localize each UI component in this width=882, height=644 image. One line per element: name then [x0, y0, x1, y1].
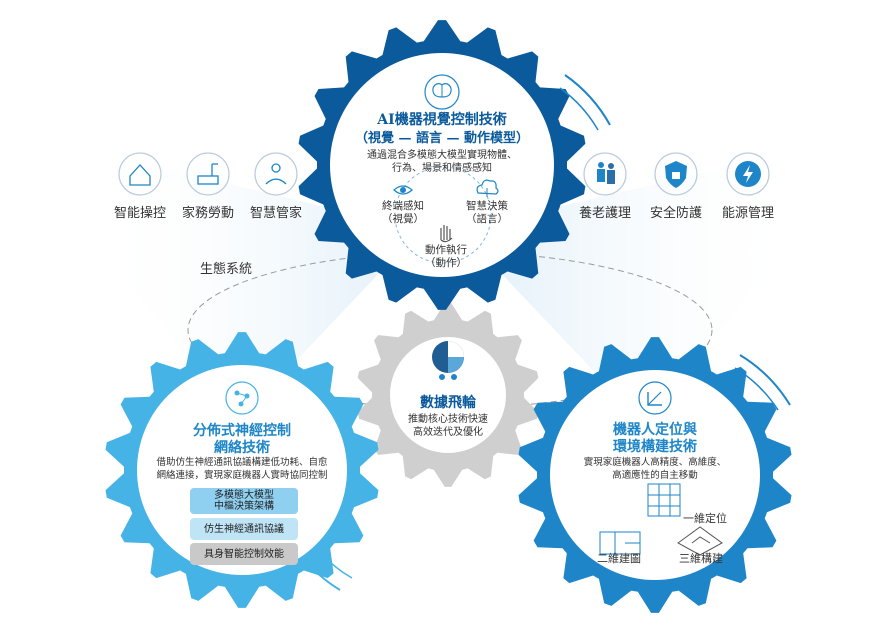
left-gear-desc-1: 借助仿生神經通訊協議構建低功耗、自愈 — [156, 457, 328, 468]
cloud-icon — [476, 179, 499, 197]
motion-arc — [564, 74, 611, 126]
grid-map-icon — [647, 483, 681, 517]
icon-label-butler: 智慧管家 — [250, 206, 303, 221]
housework-robot-icon — [186, 152, 230, 196]
bar-multimodal-model: 多模態大模型 中樞決策架構 — [190, 488, 298, 514]
hand-icon — [440, 225, 453, 243]
right-gear-desc-2: 高適應性的自主移動 — [612, 470, 698, 481]
right-gear-face — [550, 370, 760, 580]
node-perception: 終端感知 — [382, 200, 424, 212]
smart-home-icon — [118, 152, 162, 196]
node-perception-sub: （視覺） — [382, 213, 424, 225]
bar-bionic-protocol: 仿生神經通訊協議 — [190, 518, 298, 540]
top-gear-desc-2: 行為、場景和情感感知 — [392, 163, 492, 174]
left-gear-desc-2: 網絡連接，實現家庭機器人實時協同控制 — [156, 470, 328, 481]
node-action: 動作執行 — [425, 244, 467, 256]
top-gear-face — [330, 53, 554, 277]
room-3d-icon — [677, 526, 723, 556]
icon-label-elderly-care: 養老護理 — [579, 206, 632, 221]
bar-embodied-control-label: 具身智能控制效能 — [204, 548, 284, 560]
top-gear-subtitle: （視覺 — 語言 — 動作模型） — [354, 131, 530, 146]
ecosystem-label: 生態系統 — [200, 262, 253, 277]
icon-label-security: 安全防護 — [650, 206, 703, 221]
bar-embodied-control: 具身智能控制效能 — [190, 543, 298, 565]
label-3d-construction: 三維構建 — [679, 552, 723, 565]
security-shield-icon — [654, 152, 698, 196]
icon-label-smart-control: 智能操控 — [114, 206, 167, 221]
node-action-sub: （動作） — [425, 257, 467, 269]
right-gear-desc-1: 實現家庭機器人高精度、高維度、 — [583, 457, 727, 468]
motion-arc — [304, 559, 341, 591]
motion-arc — [739, 354, 791, 406]
left-gear-title-2: 網絡技術 — [214, 440, 270, 456]
icon-label-housework: 家務勞動 — [182, 206, 235, 221]
bar-bionic-protocol-label: 仿生神經通訊協議 — [204, 523, 284, 535]
elderly-care-icon — [583, 152, 627, 196]
floorplan-2d-icon — [599, 531, 641, 555]
center-gear-desc-2: 高效迭代及優化 — [413, 427, 483, 438]
network-icon — [225, 381, 259, 415]
icon-label-energy: 能源管理 — [722, 206, 775, 221]
node-decision-sub: （語言） — [466, 213, 508, 225]
bar-multimodal-model-line1: 多模態大模型 — [214, 490, 274, 501]
label-2d-mapping: 二維建圖 — [597, 552, 641, 565]
energy-icon — [726, 152, 770, 196]
motion-arc — [734, 367, 779, 411]
perception-loop — [394, 166, 492, 264]
butler-icon — [254, 152, 298, 196]
pie-chart-icon — [432, 341, 464, 380]
node-decision: 智慧決策 — [466, 200, 508, 212]
right-gear-title-2: 環境構建技術 — [613, 439, 697, 455]
center-gear-face — [390, 337, 506, 453]
left-gear-title-1: 分佈式神經控制 — [193, 423, 291, 439]
motion-arc — [559, 87, 599, 131]
label-1d-positioning: 一維定位 — [683, 512, 727, 525]
right-gear-title-1: 機器人定位與 — [613, 422, 697, 438]
top-gear-title: AI機器視覺控制技術 — [377, 112, 507, 128]
center-gear-title: 數據飛輪 — [420, 395, 476, 411]
brain-icon — [424, 74, 460, 110]
top-gear-desc-1: 通過混合多模態大模型實現物體、 — [367, 150, 517, 161]
location-map-icon — [638, 381, 672, 415]
center-gear-desc-1: 推動核心技術快速 — [408, 414, 488, 425]
bar-multimodal-model-line2: 中樞決策架構 — [214, 501, 274, 512]
motion-arc — [319, 551, 353, 579]
eye-icon — [393, 185, 413, 195]
